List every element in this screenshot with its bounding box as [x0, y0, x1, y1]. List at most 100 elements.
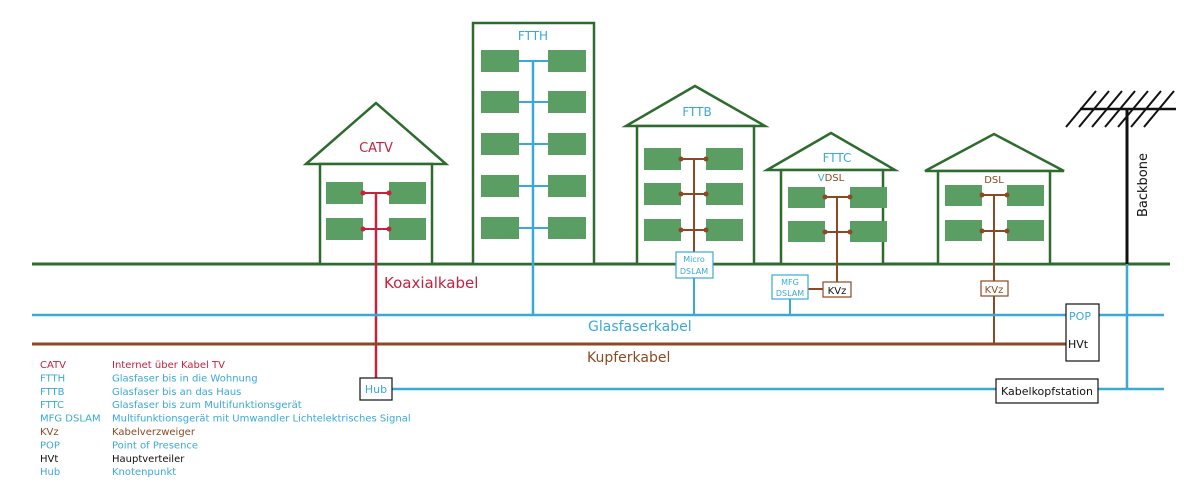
node-dot [386, 190, 392, 196]
window [548, 50, 586, 72]
window [644, 219, 681, 241]
node-dot [822, 194, 828, 200]
window [706, 219, 743, 241]
window [481, 91, 519, 113]
window [945, 220, 982, 241]
window [1007, 220, 1044, 241]
backbone-label: Backbone [1136, 153, 1151, 217]
antenna-hatch [1143, 90, 1175, 128]
window [644, 183, 681, 205]
node-dot [386, 226, 392, 232]
window [706, 148, 743, 170]
node-dot [979, 192, 985, 198]
house-catv-label: CATV [359, 141, 393, 156]
antenna-hatch [1117, 90, 1149, 128]
node-dot [678, 191, 684, 197]
antenna-hatch [1104, 90, 1136, 128]
kvz-fttc-label: KVz [828, 286, 847, 297]
legend-desc: Knotenpunkt [112, 467, 176, 478]
window [481, 175, 519, 197]
legend-abbr: POP [40, 440, 60, 451]
node-dot [703, 156, 709, 162]
window [1007, 185, 1044, 206]
fiber-cable-label: Glasfaserkabel [588, 319, 692, 335]
legend-abbr: HVt [40, 454, 58, 465]
window [788, 187, 825, 208]
legend-abbr: MFG DSLAM [40, 414, 101, 425]
antenna-hatch [1065, 90, 1097, 128]
micro-dslam-line1: Micro [683, 255, 705, 264]
legend: CATV Internet über Kabel TV FTTH Glasfaser … [40, 360, 411, 478]
kvz-dsl-label: KVz [985, 285, 1004, 296]
house-catv: CATV [302, 101, 450, 378]
node-dot [822, 229, 828, 235]
house-dsl: DSL [924, 132, 1065, 344]
legend-desc: Glasfaser bis in die Wohnung [112, 373, 258, 384]
vdsl-v: V [818, 173, 825, 184]
window [945, 185, 982, 206]
window [326, 218, 363, 240]
house-fttb-label: FTTB [682, 105, 711, 119]
node-dot [1004, 228, 1010, 234]
pop-hvt-box [1065, 303, 1100, 362]
legend-desc: Internet über Kabel TV [112, 360, 225, 371]
window [548, 217, 586, 239]
legend-desc: Multifunktionsgerät mit Umwandler Lichte… [112, 414, 411, 425]
legend-desc: Glasfaser bis an das Haus [112, 387, 241, 398]
window [548, 133, 586, 155]
window [389, 182, 426, 204]
window [326, 182, 363, 204]
house-ftth: FTTH [471, 21, 596, 315]
house-dsl-label: DSL [984, 175, 1004, 186]
hub-label: Hub [365, 383, 387, 396]
ftth-floors [481, 50, 586, 239]
legend-abbr: FTTC [40, 400, 64, 411]
copper-cable-label: Kupferkabel [587, 350, 670, 366]
mfg-dslam-box [771, 274, 809, 300]
window [389, 218, 426, 240]
window [850, 221, 887, 242]
house-fttb: FTTB [621, 84, 770, 266]
node-dot [703, 191, 709, 197]
vdsl-label: VDSL [818, 173, 845, 184]
node-dot [1004, 192, 1010, 198]
hub-box [359, 377, 393, 401]
legend-abbr: FTTH [40, 373, 65, 384]
backbone-antenna-icon [1065, 90, 1176, 264]
node-dot [678, 156, 684, 162]
legend-abbr: FTTB [40, 387, 65, 398]
node-dot [847, 229, 853, 235]
legend-abbr: KVz [40, 427, 59, 438]
legend-desc: Kabelverzweiger [112, 427, 196, 438]
window [481, 50, 519, 72]
node-dot [360, 190, 366, 196]
window [788, 221, 825, 242]
window [481, 217, 519, 239]
legend-abbr: Hub [40, 467, 60, 478]
mfg-dslam-line2: DSLAM [776, 289, 804, 298]
vdsl-dsl: DSL [825, 173, 845, 184]
window [706, 183, 743, 205]
legend-desc: Hauptverteiler [112, 454, 185, 465]
window [850, 187, 887, 208]
micro-dslam-box [675, 251, 714, 279]
micro-dslam-line2: DSLAM [680, 267, 708, 276]
legend-desc: Glasfaser bis zum Multifunktionsgerät [112, 400, 302, 411]
window [481, 133, 519, 155]
kabelkopfstation-label: Kabelkopfstation [1001, 385, 1093, 398]
coax-cable-label: Koaxialkabel [384, 274, 478, 292]
legend-desc: Point of Presence [112, 440, 198, 451]
house-fttc-label: FTTC [823, 151, 852, 165]
antenna-hatch [1078, 90, 1110, 128]
window [548, 91, 586, 113]
window [644, 148, 681, 170]
node-dot [360, 226, 366, 232]
house-dsl-roof [924, 132, 1065, 173]
kabelkopfstation-box [995, 378, 1099, 404]
antenna-hatch [1130, 90, 1162, 128]
antenna-hatch [1091, 90, 1123, 128]
node-dot [847, 194, 853, 200]
legend-abbr: CATV [40, 360, 66, 371]
kvz-dsl-box [980, 280, 1009, 297]
